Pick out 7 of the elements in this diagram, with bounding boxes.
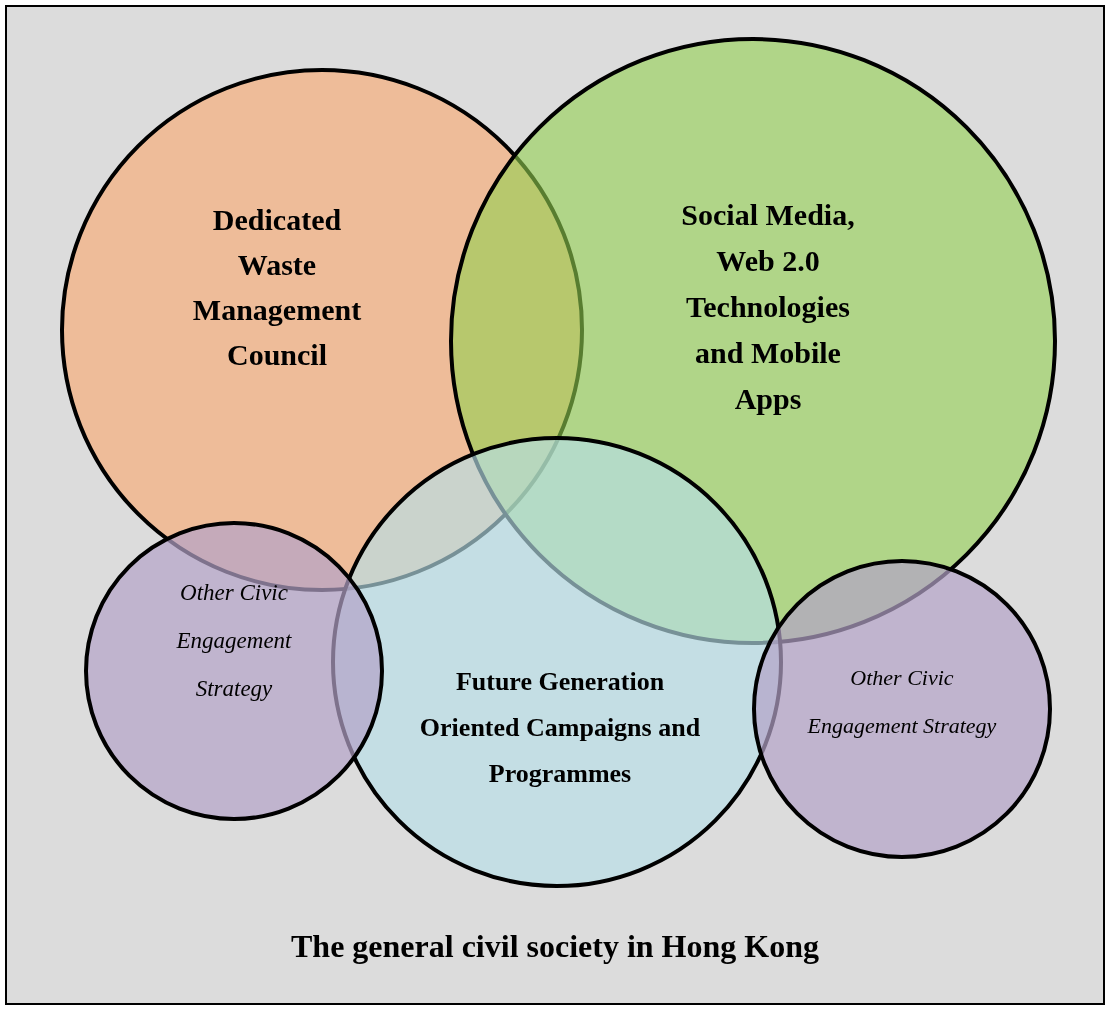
circle-label: Future Generation Oriented Campaigns and Programmes (418, 666, 702, 790)
circle-label: Dedicated Waste Management Council (191, 202, 363, 373)
circle-label: Social Media, Web 2.0 Technologies and Mobile Apps (680, 197, 856, 417)
circle-label: Other Civic Engagement Strategy (806, 664, 998, 740)
frame-caption: The general civil society in Hong Kong (290, 927, 820, 966)
society-frame (5, 5, 1105, 1005)
circle-label: Other Civic Engagement Strategy (175, 579, 293, 703)
